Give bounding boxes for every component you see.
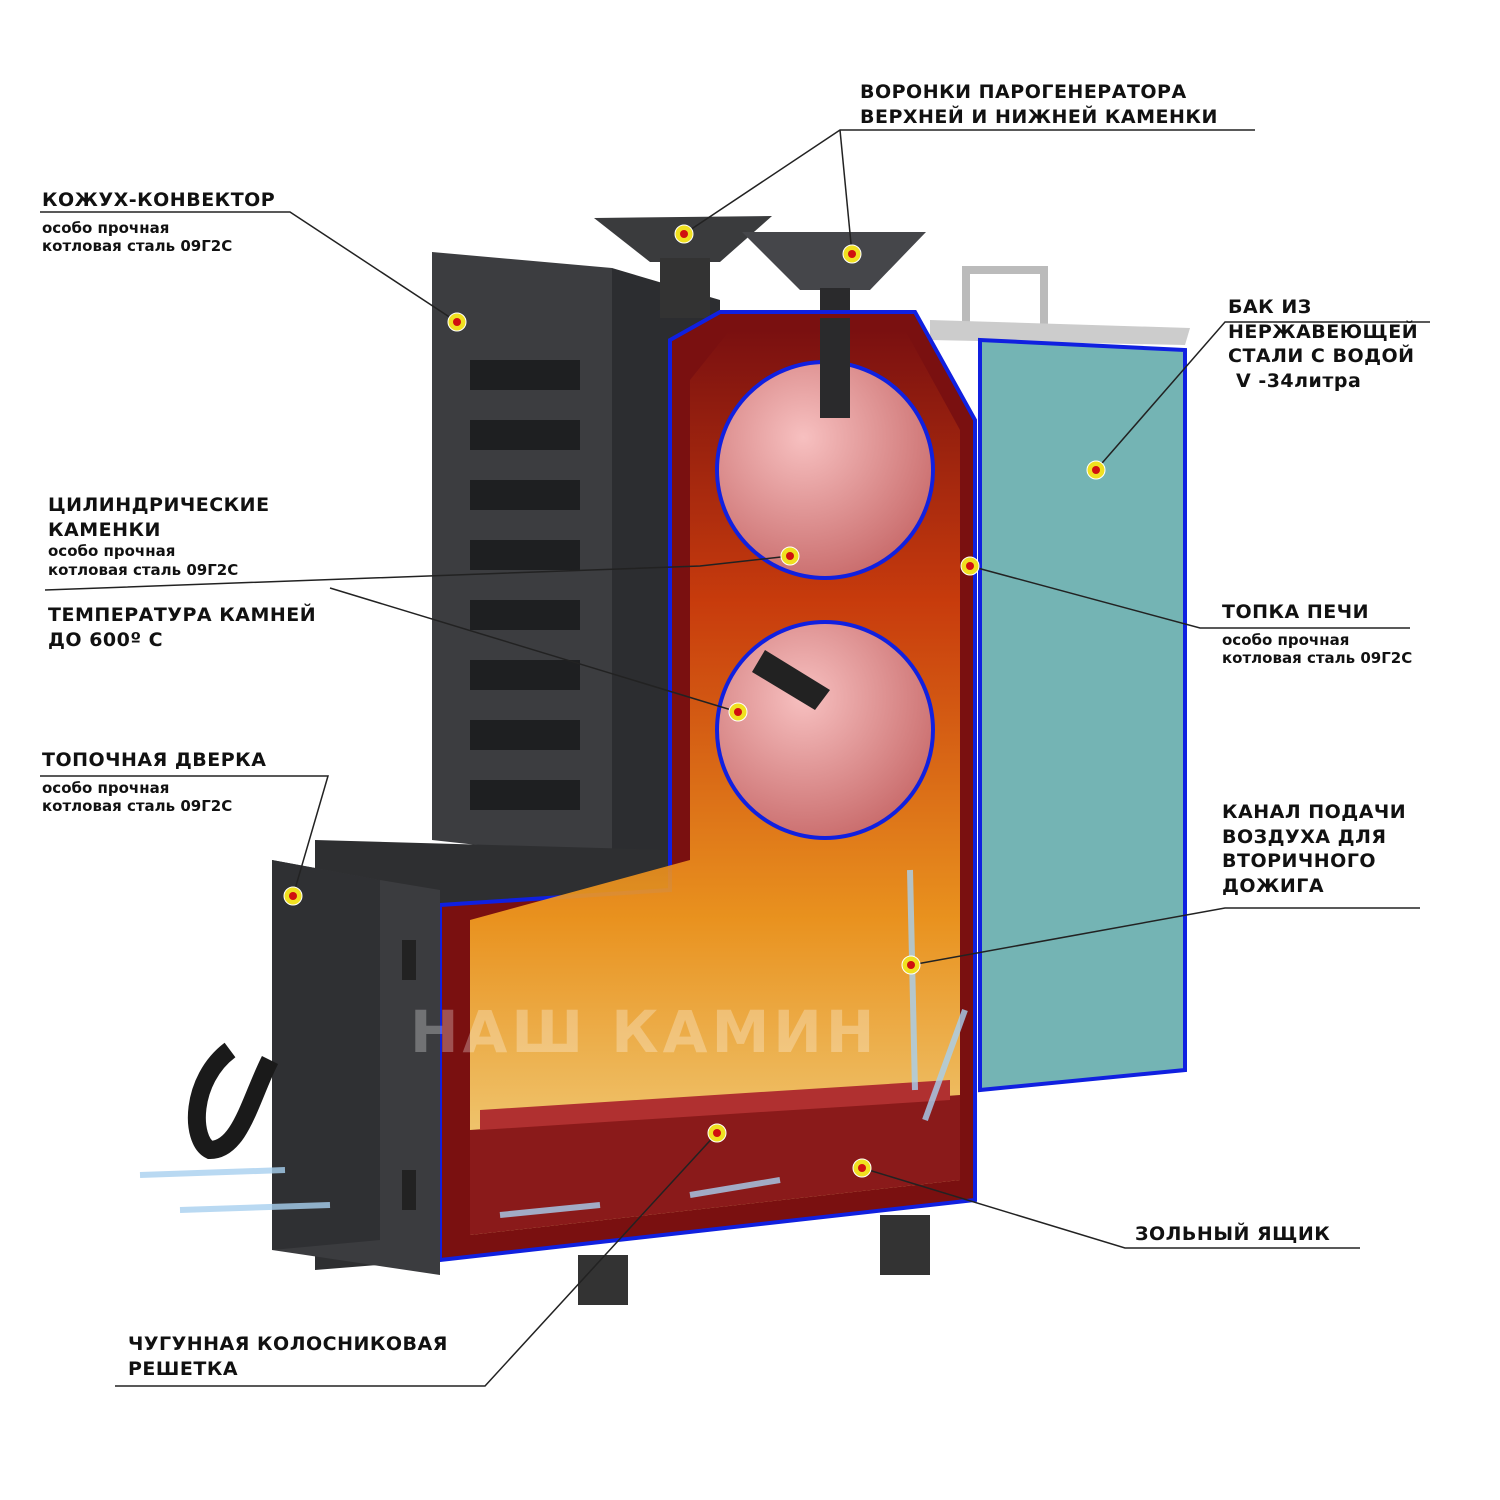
stone-cylinders bbox=[715, 318, 935, 840]
label-temperature: ТЕМПЕРАТУРА КАМНЕЙ ДО 600º С bbox=[48, 604, 317, 651]
water-tank bbox=[930, 266, 1190, 1093]
label-ash-box: ЗОЛЬНЫЙ ЯЩИК bbox=[1135, 1223, 1331, 1245]
label-funnels: ВОРОНКИ ПАРОГЕНЕРАТОРА ВЕРХНЕЙ И НИЖНЕЙ … bbox=[860, 81, 1218, 128]
leg bbox=[578, 1255, 628, 1305]
watermark: НАШ КАМИН bbox=[410, 998, 879, 1066]
leader-lines bbox=[40, 129, 1430, 1387]
label-grate: ЧУГУННАЯ КОЛОСНИКОВАЯ РЕШЕТКА bbox=[128, 1333, 448, 1380]
callout-markers bbox=[283, 224, 1106, 1178]
label-tank: БАК ИЗ НЕРЖАВЕЮЩЕЙ СТАЛИ С ВОДОЙ V -34ли… bbox=[1228, 296, 1419, 393]
air-flow-arrows bbox=[139, 869, 968, 1218]
label-air-channel: КАНАЛ ПОДАЧИ ВОЗДУХА ДЛЯ ВТОРИЧНОГО ДОЖИ… bbox=[1222, 801, 1407, 898]
label-door: ТОПОЧНАЯ ДВЕРКА особо прочная котловая с… bbox=[42, 749, 267, 816]
firebox-door bbox=[187, 860, 440, 1275]
label-cylinders: ЦИЛИНДРИЧЕСКИЕ КАМЕНКИ особо прочная кот… bbox=[48, 494, 270, 580]
label-firebox: ТОПКА ПЕЧИ особо прочная котловая сталь … bbox=[1222, 601, 1413, 668]
leg bbox=[880, 1215, 930, 1275]
label-casing: КОЖУХ-КОНВЕКТОР особо прочная котловая с… bbox=[42, 189, 276, 256]
